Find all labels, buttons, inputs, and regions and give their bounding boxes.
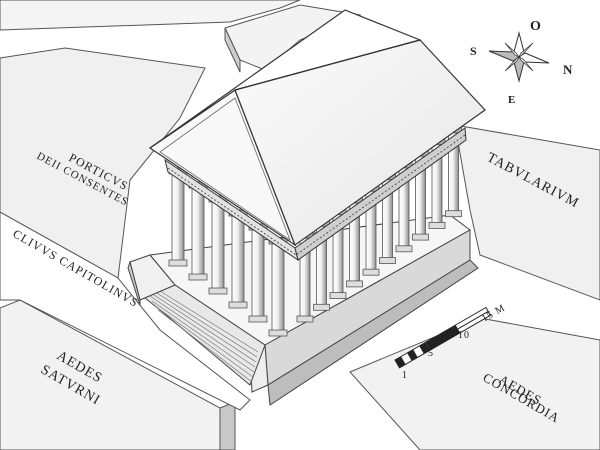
stair-steps	[143, 280, 259, 383]
compass-diag-4	[517, 56, 534, 72]
side-column-base-6	[379, 257, 396, 264]
front-column-2	[191, 185, 205, 277]
roof	[148, 9, 486, 247]
front-column-base-6	[268, 329, 288, 337]
scale-midline	[457, 310, 489, 330]
clivus-road	[0, 211, 251, 411]
temple-podium	[127, 214, 479, 406]
side-column-base-3	[329, 292, 347, 300]
side-column-base-8	[412, 233, 429, 241]
side-column-base-10	[445, 210, 462, 218]
front-column-base-5	[248, 315, 268, 323]
front-column-base-1	[168, 259, 188, 267]
compass-label-s: S	[470, 44, 478, 58]
scale-label-5: 5	[428, 348, 434, 359]
scale-seg-1	[395, 356, 406, 368]
front-column-base-3	[208, 287, 228, 295]
cornice-side	[294, 127, 467, 261]
scale-bar	[394, 306, 492, 369]
side-column-base-5	[362, 268, 380, 276]
compass-label-n: N	[563, 62, 573, 77]
side-column-base-1	[296, 315, 314, 323]
compass-label-o: O	[530, 19, 542, 34]
front-column-base-2	[188, 273, 208, 281]
pediment-tympanum	[159, 97, 291, 242]
front-column-base-4	[228, 301, 248, 309]
scale-label-1: 1	[402, 370, 408, 381]
front-column-1	[171, 171, 185, 263]
side-column-base-9	[428, 221, 446, 229]
side-column-base-7	[395, 245, 413, 253]
aedes-saturni-side	[219, 401, 236, 450]
compass-rose	[488, 31, 550, 83]
rear-block-side	[224, 27, 241, 73]
dentils-line	[167, 134, 466, 256]
front-column-6	[271, 241, 285, 333]
front-column-5	[251, 227, 265, 319]
scale-seg-3	[419, 342, 430, 354]
tabularium-block	[454, 124, 600, 301]
compass-label-e: E	[508, 94, 516, 106]
ridge-line	[234, 39, 421, 91]
side-column-base-2	[313, 303, 330, 311]
scale-seg-2	[407, 349, 418, 361]
scale-label-10: 10	[458, 330, 470, 341]
front-column-3	[211, 199, 225, 291]
side-column-base-4	[346, 280, 363, 288]
stair-cheek-left-front	[127, 260, 141, 306]
aedes-concordia-block	[349, 317, 600, 450]
podium-base-right	[267, 259, 479, 406]
rear-left-block	[0, 0, 301, 31]
front-column-4	[231, 213, 245, 305]
entablature	[164, 127, 467, 262]
scale-seg-4	[425, 325, 461, 351]
